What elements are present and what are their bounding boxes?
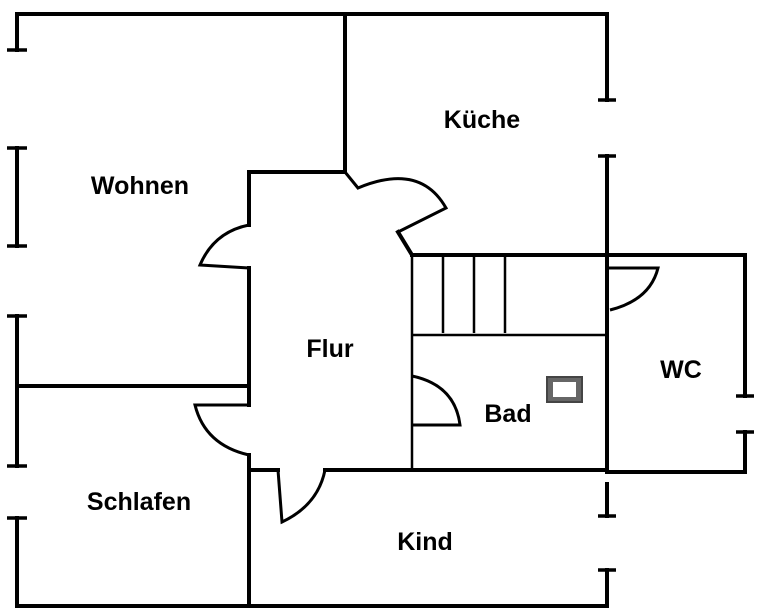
windows [7,48,754,572]
room-label-wohnen: Wohnen [91,172,189,200]
room-label-bad: Bad [484,400,531,428]
room-label-kind: Kind [397,528,453,556]
walls [15,12,747,608]
room-label-wc: WC [660,356,702,384]
bad-fixture-icon [546,376,583,403]
room-label-kueche: Küche [444,106,521,134]
stairs [441,257,507,333]
doors [193,171,660,525]
room-label-schlafen: Schlafen [87,488,191,516]
room-label-flur: Flur [306,335,353,363]
room-labels: Wohnen Küche Flur Bad WC Schlafen Kind [87,106,702,556]
